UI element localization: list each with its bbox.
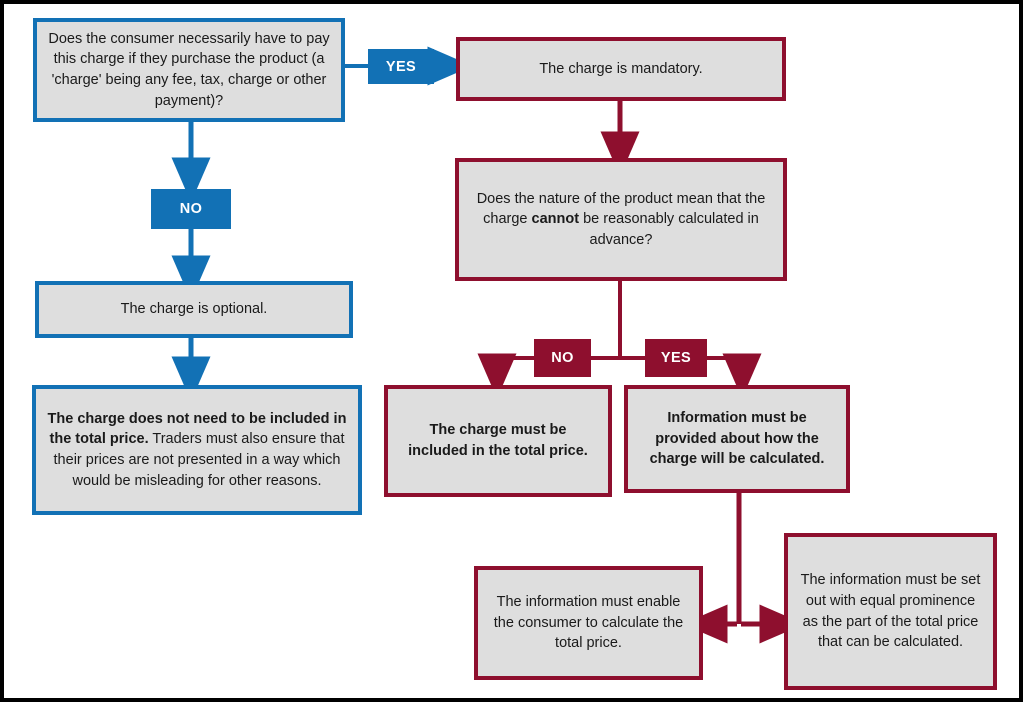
connector-info-provided-split — [682, 493, 805, 644]
node-optional-outcome: The charge does not need to be included … — [32, 385, 362, 515]
node-charge-is-optional: The charge is optional. — [35, 281, 353, 338]
node-text: The charge is optional. — [120, 301, 268, 318]
node-text: Information must be provided about how t… — [649, 410, 825, 468]
label-text: YES — [660, 350, 692, 366]
node-charge-is-mandatory: The charge is mandatory. — [456, 37, 786, 101]
node-information-equal-prominence: The information must be set out with equ… — [784, 533, 997, 690]
node-text-after: be reasonably calculated in advance? — [579, 211, 759, 248]
node-text: The information must be set out with equ… — [800, 572, 981, 651]
node-information-must-be-provided: Information must be provided about how t… — [624, 385, 850, 493]
label-text: NO — [179, 201, 203, 217]
node-text-emphasis: cannot — [531, 211, 580, 228]
node-text: The charge does not need to be included … — [36, 409, 358, 491]
label-yes-mid: YES — [645, 339, 707, 377]
flowchart-stage: Does the consumer necessarily have to pa… — [4, 4, 1019, 698]
connector-q2-no-branch — [477, 353, 534, 399]
label-yes-top: YES — [368, 49, 434, 84]
node-information-enables-calculation: The information must enable the consumer… — [474, 566, 703, 680]
node-must-include-total-price: The charge must be included in the total… — [384, 385, 612, 497]
connector-q2-yes-branch — [706, 353, 762, 399]
node-text: The charge must be included in the total… — [408, 422, 588, 459]
label-text: YES — [385, 58, 417, 75]
label-text: NO — [551, 350, 574, 366]
node-text-before: Does the nature of the product mean that… — [476, 190, 766, 228]
node-text: Does the nature of the product mean that… — [459, 189, 783, 251]
node-question-mandatory-charge: Does the consumer necessarily have to pa… — [33, 18, 345, 122]
node-text-rest: Traders must also ensure that their pric… — [53, 431, 345, 489]
node-text: The charge is mandatory. — [539, 60, 703, 77]
node-text: The information must enable the consumer… — [493, 594, 684, 652]
label-no-mid: NO — [534, 339, 591, 377]
node-question-cannot-calculate: Does the nature of the product mean that… — [455, 158, 787, 281]
label-no-top: NO — [151, 189, 231, 229]
node-text-bold: The charge does not need to be included … — [47, 410, 347, 448]
node-text: Does the consumer necessarily have to pa… — [48, 30, 330, 109]
